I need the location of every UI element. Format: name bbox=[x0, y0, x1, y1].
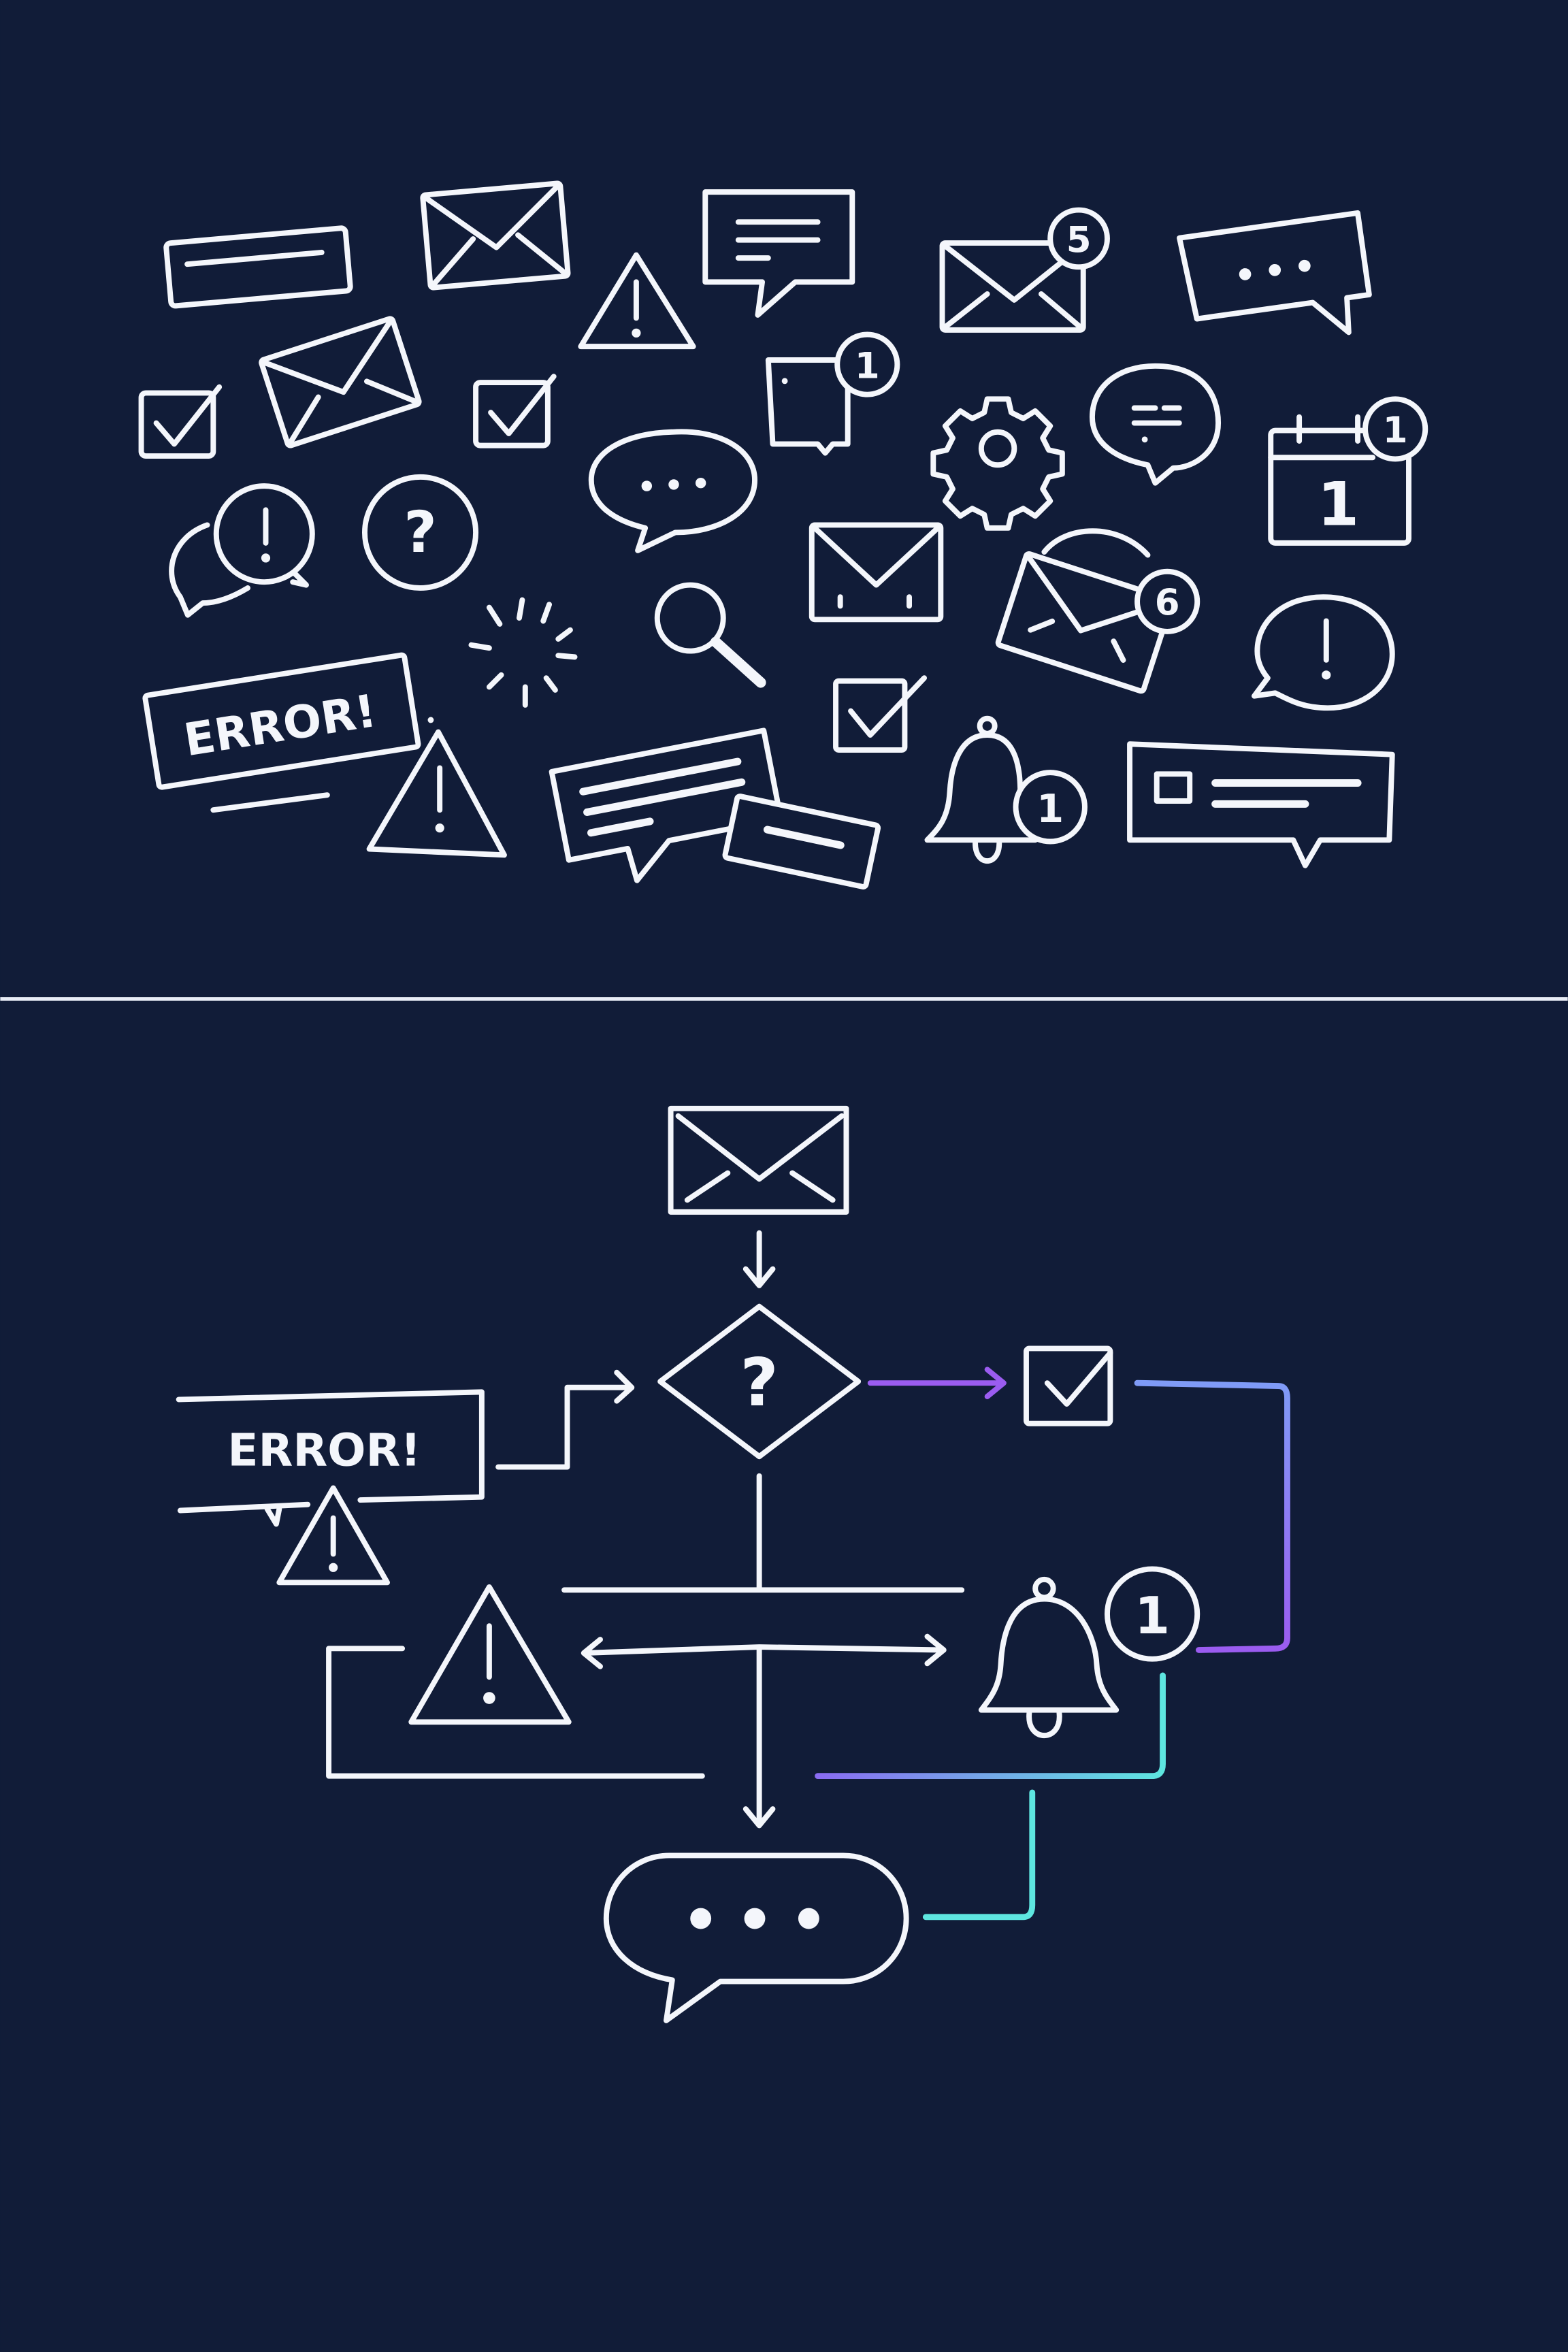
envelope-icon bbox=[259, 316, 422, 448]
spinner-icon bbox=[468, 597, 578, 708]
checkbox-icon bbox=[473, 374, 557, 448]
search-icon[interactable] bbox=[654, 582, 766, 688]
envelope-badge-count: 5 bbox=[1066, 219, 1092, 261]
note-badge-count: 1 bbox=[855, 345, 880, 387]
warning-icon bbox=[578, 252, 696, 350]
alert-bubble-icon bbox=[1252, 594, 1395, 711]
chat-dots-icon bbox=[588, 429, 757, 553]
bell-icon: 1 bbox=[924, 715, 1088, 864]
chat-lines-icon bbox=[549, 728, 784, 883]
chat-bubble-node bbox=[603, 1852, 909, 2023]
decision-diamond: ? bbox=[657, 1303, 862, 1460]
connector-check-to-bell bbox=[1134, 1379, 1290, 1653]
connector-chat-to-flow bbox=[922, 1789, 1036, 1921]
gear-icon bbox=[930, 396, 1065, 531]
question-icon: ? bbox=[361, 474, 479, 591]
chat-lines-icon bbox=[702, 189, 855, 318]
envelope-badge-icon: 5 bbox=[939, 207, 1110, 333]
checkbox-icon bbox=[833, 675, 928, 753]
arrow-envelope-to-decision bbox=[742, 1230, 776, 1288]
round-chat-icon bbox=[1089, 363, 1222, 486]
envelope-node bbox=[668, 1105, 849, 1215]
question-glyph: ? bbox=[404, 499, 437, 566]
note-badge-icon: 1 bbox=[765, 331, 900, 456]
arrow-to-chat bbox=[742, 1647, 776, 1829]
decision-glyph: ? bbox=[740, 1344, 779, 1421]
warning-icon bbox=[366, 729, 507, 858]
flowchart: ? ERROR! 1 bbox=[176, 1105, 1290, 2023]
alert-chat-icon bbox=[169, 483, 315, 618]
warning-node bbox=[408, 1584, 572, 1725]
card-chat-icon bbox=[1127, 741, 1395, 868]
connector-error-to-decision bbox=[495, 1369, 635, 1470]
bell-node-badge: 1 bbox=[1134, 1586, 1170, 1646]
envelope-icon bbox=[808, 522, 944, 623]
calendar-badge-count: 1 bbox=[1383, 410, 1408, 451]
calendar-day: 1 bbox=[1318, 469, 1359, 539]
bidirectional-arrow bbox=[581, 1633, 947, 1669]
decision-branch-line bbox=[561, 1473, 965, 1593]
bell-node: 1 bbox=[978, 1566, 1200, 1739]
chat-dots-icon bbox=[1177, 210, 1372, 336]
top-icon-cloud: 5 1 1 1 bbox=[138, 180, 1428, 889]
calendar-icon: 1 1 bbox=[1268, 396, 1428, 546]
open-envelope-badge-count: 6 bbox=[1155, 583, 1180, 624]
checkbox-icon bbox=[138, 384, 223, 459]
card-icon bbox=[722, 794, 881, 889]
bar-icon bbox=[163, 225, 353, 309]
bell-badge-count: 1 bbox=[1036, 786, 1064, 832]
envelope-icon bbox=[420, 180, 571, 291]
error-node-label: ERROR! bbox=[227, 1424, 421, 1476]
checkbox-node bbox=[1023, 1345, 1113, 1426]
feedback-bracket bbox=[326, 1646, 705, 1779]
error-node: ERROR! bbox=[176, 1389, 485, 1586]
open-envelope-icon: 6 bbox=[995, 528, 1200, 694]
connector-bell-to-flow bbox=[815, 1672, 1166, 1780]
connector-decision-to-check bbox=[867, 1367, 1007, 1399]
